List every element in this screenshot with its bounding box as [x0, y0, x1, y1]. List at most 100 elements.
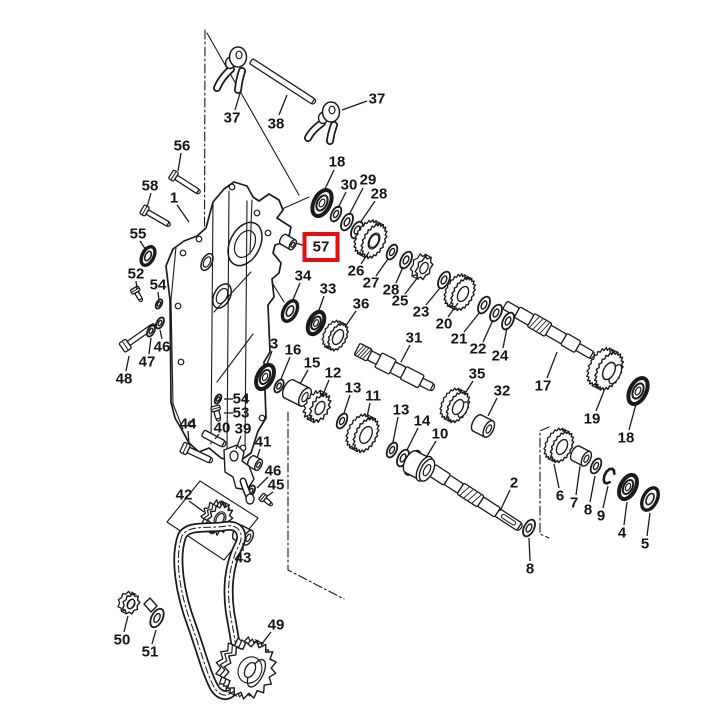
washer-28b	[399, 250, 413, 270]
washer-29	[340, 212, 354, 232]
part-number: 31	[406, 330, 423, 347]
bracket-output-group	[539, 426, 550, 539]
part-number: 19	[584, 411, 601, 428]
bushing-32	[470, 414, 496, 438]
callout-56: 56	[174, 138, 190, 172]
part-number: 42	[176, 487, 193, 504]
part-number: 54	[233, 391, 250, 408]
bushing-7-body	[572, 446, 590, 466]
part-number: 53	[233, 405, 250, 422]
part-number: 45	[268, 477, 285, 494]
leader-line	[360, 251, 370, 265]
case-bolt-hole	[179, 249, 187, 257]
leader-line	[234, 89, 242, 111]
leader-line	[425, 287, 441, 306]
dowel-57	[278, 233, 298, 251]
rod-40	[201, 429, 227, 448]
shafts-and-bolts	[118, 58, 595, 531]
gear-19	[586, 346, 625, 392]
part-number: 13	[345, 380, 362, 397]
part-number: 15	[304, 355, 321, 372]
part-number: 58	[142, 178, 159, 195]
washer-8	[522, 518, 536, 538]
leader-line	[214, 433, 220, 440]
part-number: 48	[116, 371, 133, 388]
part-number: 34	[295, 268, 312, 285]
leader-line	[176, 204, 190, 223]
washer-46	[155, 316, 165, 330]
keyway-slot	[500, 513, 517, 526]
part-number: 29	[360, 172, 377, 189]
gear-12	[302, 389, 332, 424]
case-bolt-hole	[258, 414, 266, 422]
leader-line	[139, 240, 147, 251]
callout-57-highlighted[interactable]: 57	[295, 232, 340, 262]
shaft-31	[353, 343, 436, 392]
seal-5	[640, 486, 660, 512]
callout-37: 37	[224, 89, 242, 127]
leader-line	[321, 379, 330, 398]
callout-5: 5	[641, 512, 651, 553]
washer-16	[273, 378, 285, 394]
part-number: 1	[170, 190, 178, 207]
callout-41: 41	[255, 434, 272, 459]
highlight-box[interactable]	[302, 232, 340, 262]
leader-line	[235, 435, 242, 450]
leader-line	[487, 397, 498, 417]
leader-line	[463, 311, 481, 333]
callout-49: 49	[260, 617, 284, 646]
part-number: 13	[393, 402, 410, 419]
nut-50	[117, 590, 141, 615]
ring-13	[335, 412, 349, 430]
part-number: 41	[255, 434, 272, 451]
callout-46: 46	[154, 329, 170, 356]
leader-line	[125, 355, 130, 372]
part-stacks	[117, 187, 660, 629]
leader-line	[299, 369, 309, 385]
part-number: 3	[270, 336, 278, 353]
leader-line	[146, 192, 152, 208]
callout-11: 11	[365, 388, 381, 418]
gear-36	[321, 319, 349, 352]
bolt-58-seg	[145, 209, 170, 227]
callout-26: 26	[348, 251, 370, 280]
leader-line	[341, 100, 368, 111]
callout-2: 2	[499, 475, 518, 512]
callout-1: 1	[170, 190, 190, 223]
part-number: 8	[584, 502, 592, 519]
callout-6: 6	[553, 463, 564, 505]
leader-line	[323, 169, 335, 192]
bolt-44	[179, 441, 214, 464]
callout-8: 8	[526, 537, 534, 578]
leader-line	[623, 501, 628, 526]
part-number: 37	[224, 110, 241, 127]
part-number: 9	[597, 508, 605, 525]
case-bore	[200, 252, 214, 272]
callout-28: 28	[359, 186, 387, 224]
part-number: 55	[130, 226, 147, 243]
case-bolt-hole	[253, 209, 261, 217]
callout-48: 48	[116, 355, 133, 388]
callout-55: 55	[130, 226, 147, 251]
callout-8: 8	[584, 475, 596, 519]
part-number: 26	[348, 263, 365, 280]
leader-line	[256, 448, 261, 459]
part-number: 6	[556, 488, 564, 505]
part-number: 16	[285, 342, 302, 359]
leader-line	[646, 512, 651, 537]
callout-34: 34	[291, 268, 312, 303]
gear-35	[439, 387, 471, 424]
shift-rod-38	[249, 58, 317, 105]
leader-line	[499, 489, 511, 512]
hub-25	[409, 253, 434, 281]
leader-line	[359, 200, 376, 224]
ring-22	[489, 303, 503, 323]
ring-13b	[385, 441, 399, 459]
washer-54b	[213, 393, 223, 405]
late-parts	[215, 636, 277, 700]
case-bolt-hole	[177, 358, 185, 366]
part-number: 38	[268, 116, 285, 133]
leader-line	[482, 319, 494, 343]
part-number: 47	[139, 354, 156, 371]
